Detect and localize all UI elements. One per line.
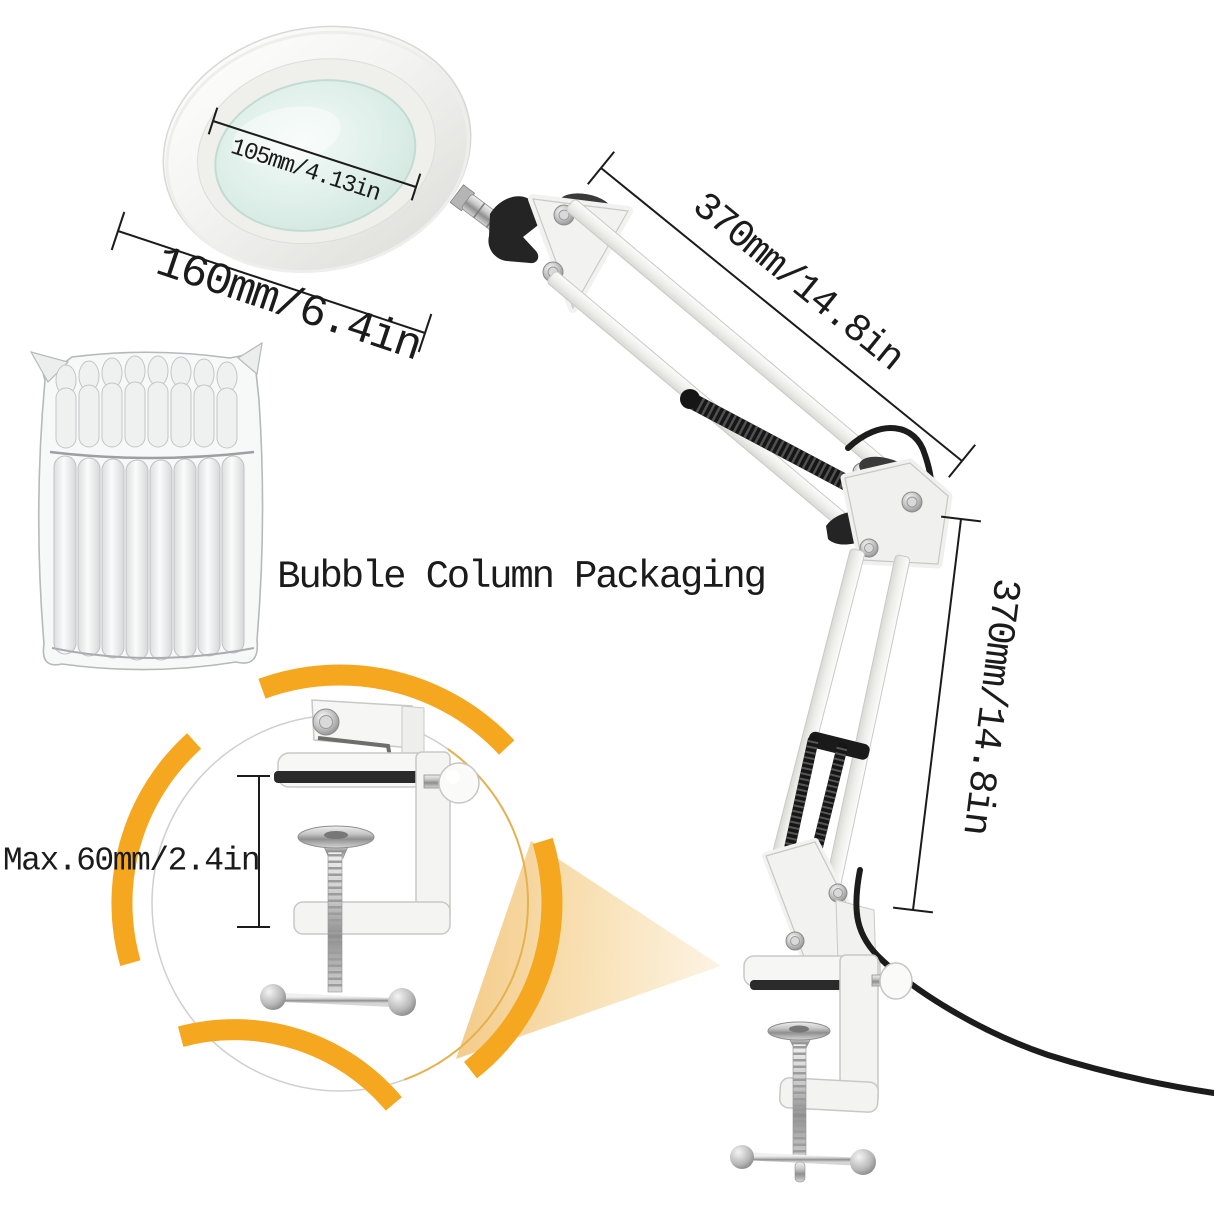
dimension-lower-arm	[892, 515, 982, 914]
inset-knob-highlight	[446, 770, 460, 784]
inset-arc-left	[111, 733, 202, 966]
clamp-screw-tip	[794, 1161, 806, 1183]
spring-coils	[690, 394, 864, 498]
dimension-upper-arm	[587, 151, 976, 478]
base-bracket	[762, 838, 877, 969]
head-wing-knob	[488, 196, 546, 264]
inset-mount-screw-center	[319, 715, 333, 729]
clamp-inset	[111, 664, 721, 1111]
clamp-inset-illustration	[260, 699, 480, 1016]
bubble-bag-bottom-line	[51, 647, 255, 659]
dimension-head-diameter	[110, 211, 433, 353]
clamp-t-handle-bar	[741, 1152, 865, 1166]
elbow-screw-center	[906, 496, 918, 508]
magnifier-head	[162, 25, 472, 274]
bubble-packaging-photo	[29, 341, 264, 671]
inset-washer-center	[324, 831, 348, 839]
inset-t-handle-bar	[272, 992, 404, 1008]
inset-arc-top	[258, 664, 515, 755]
bubble-bag-columns	[53, 455, 245, 661]
head-ring-bevel	[165, 30, 470, 274]
magnifier-lamp	[162, 25, 1214, 1183]
spring-end-cap	[680, 389, 700, 409]
dimension-lens	[207, 107, 422, 201]
elbow-screw-center2	[864, 543, 874, 553]
base-screw-center2	[790, 936, 800, 946]
inset-clamp-pad	[274, 771, 422, 783]
clamp-knob	[879, 962, 913, 1000]
elbow-bracket-outline	[844, 462, 949, 565]
head-screw-center	[558, 209, 570, 221]
inset-thin-yellow-arc	[403, 748, 530, 1081]
power-cable	[853, 867, 1214, 1096]
inset-clamp-bottom-jaw	[293, 901, 451, 935]
inset-clamp-knob	[438, 762, 480, 804]
clamp-washer-center	[789, 1025, 809, 1033]
clamp-opening-label: Max.60mm/2.4in	[2, 842, 261, 880]
inset-t-handle-ball-left	[260, 984, 286, 1010]
dimension-clamp-opening	[237, 775, 270, 928]
desk-clamp	[730, 954, 913, 1183]
bubble-bag-corner-flap-right	[236, 341, 263, 376]
bubble-bag-pinch-line	[49, 450, 255, 460]
clamp-t-handle-ball-right	[850, 1149, 876, 1175]
clamp-t-handle-ball-left	[730, 1145, 754, 1169]
inset-arc-bottom	[177, 1019, 402, 1111]
inset-t-handle-ball-right	[388, 988, 416, 1016]
base-screw-center	[833, 888, 843, 898]
bubble-bag-top-bubbles	[55, 355, 238, 449]
head-joint	[449, 184, 633, 313]
inset-arc-right	[464, 837, 563, 1079]
packaging-caption: Bubble Column Packaging	[277, 555, 767, 599]
elbow-joint	[826, 456, 953, 569]
lens-highlight	[232, 106, 341, 166]
magnifier-lens	[214, 79, 417, 232]
